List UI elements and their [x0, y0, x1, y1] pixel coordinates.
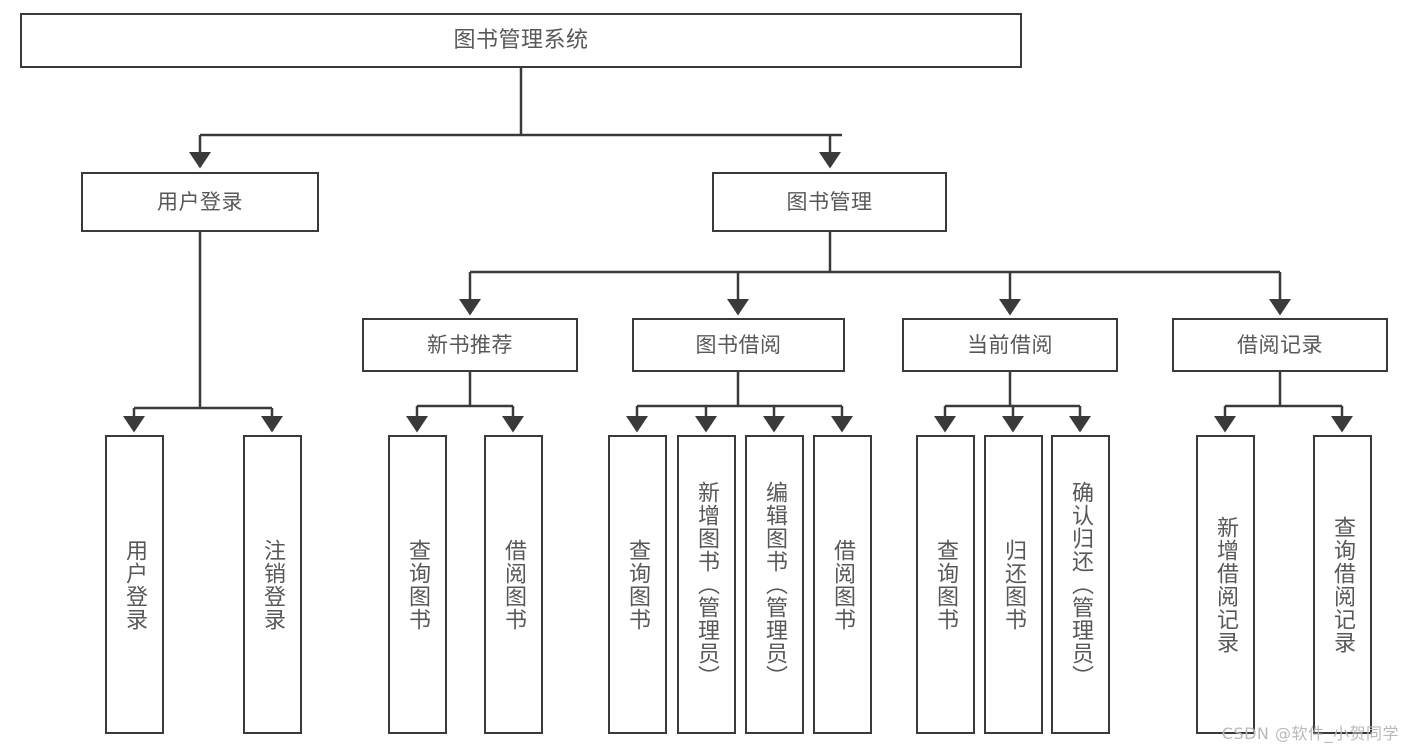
node-user-login-label: 用户登录 — [157, 189, 243, 214]
node-book-borrow[interactable]: 图书借阅 — [632, 318, 845, 372]
node-leaf-user-login-label: 用户登录 — [122, 538, 148, 631]
node-leaf-logout-label: 注销登录 — [260, 538, 286, 631]
node-leaf-borrow-book-recommend-label: 借阅图书 — [501, 538, 527, 631]
node-current-borrow[interactable]: 当前借阅 — [902, 318, 1118, 372]
node-leaf-borrow-book-recommend[interactable]: 借阅图书 — [484, 435, 543, 734]
node-leaf-query-book-recommend-label: 查询图书 — [405, 538, 431, 631]
node-root-label: 图书管理系统 — [453, 27, 589, 53]
node-leaf-query-book-current-label: 查询图书 — [933, 538, 959, 631]
node-leaf-query-book-borrow-label: 查询图书 — [625, 538, 651, 631]
node-leaf-query-borrow-record-label: 查询借阅记录 — [1330, 515, 1356, 654]
node-leaf-return-book[interactable]: 归还图书 — [984, 435, 1043, 734]
node-leaf-borrow-book[interactable]: 借阅图书 — [813, 435, 872, 734]
node-leaf-user-login[interactable]: 用户登录 — [105, 435, 164, 734]
node-leaf-borrow-book-label: 借阅图书 — [830, 538, 856, 631]
node-leaf-add-borrow-record-label: 新增借阅记录 — [1213, 515, 1239, 654]
node-book-management[interactable]: 图书管理 — [712, 172, 947, 232]
node-leaf-query-book-borrow[interactable]: 查询图书 — [608, 435, 667, 734]
node-borrow-record-label: 借阅记录 — [1237, 332, 1323, 357]
node-leaf-query-book-current[interactable]: 查询图书 — [916, 435, 975, 734]
watermark-text: CSDN @软件_小贺同学 — [1221, 724, 1399, 743]
node-leaf-add-book[interactable]: 新增图书（管理员） — [677, 435, 736, 734]
node-leaf-confirm-return-label: 确认归还（管理员） — [1068, 481, 1094, 688]
node-user-login[interactable]: 用户登录 — [81, 172, 319, 232]
node-borrow-record[interactable]: 借阅记录 — [1172, 318, 1388, 372]
node-book-borrow-label: 图书借阅 — [695, 332, 782, 357]
node-new-book-recommend[interactable]: 新书推荐 — [362, 318, 578, 372]
node-leaf-confirm-return[interactable]: 确认归还（管理员） — [1051, 435, 1110, 734]
node-book-management-label: 图书管理 — [786, 189, 873, 214]
node-leaf-add-book-label: 新增图书（管理员） — [694, 481, 720, 688]
node-current-borrow-label: 当前借阅 — [967, 332, 1053, 357]
node-leaf-logout[interactable]: 注销登录 — [243, 435, 302, 734]
node-new-book-recommend-label: 新书推荐 — [427, 332, 513, 357]
node-leaf-query-borrow-record[interactable]: 查询借阅记录 — [1313, 435, 1372, 734]
node-leaf-add-borrow-record[interactable]: 新增借阅记录 — [1196, 435, 1255, 734]
node-leaf-query-book-recommend[interactable]: 查询图书 — [388, 435, 447, 734]
node-leaf-edit-book[interactable]: 编辑图书（管理员） — [745, 435, 804, 734]
node-leaf-edit-book-label: 编辑图书（管理员） — [762, 481, 788, 688]
node-leaf-return-book-label: 归还图书 — [1001, 538, 1027, 631]
node-root[interactable]: 图书管理系统 — [20, 13, 1022, 68]
